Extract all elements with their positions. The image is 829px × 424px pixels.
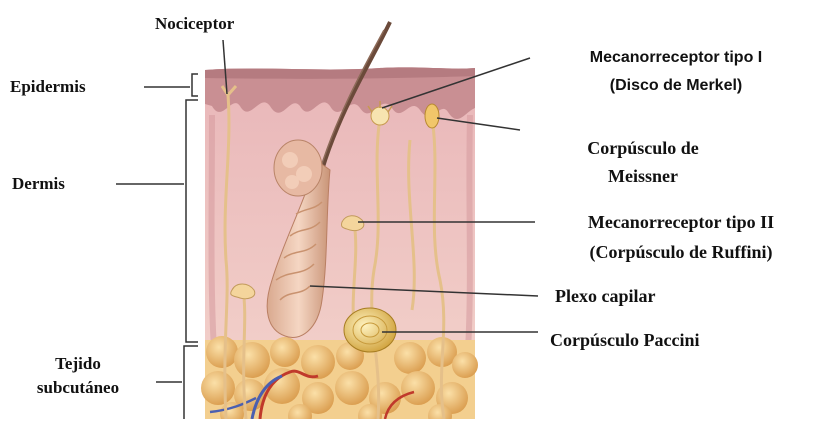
label-tejido-subcutaneo: Tejido subcutáneo [8, 352, 148, 400]
label-dermis: Dermis [12, 175, 65, 192]
label-merkel-line2: (Disco de Merkel) [540, 72, 812, 100]
label-epidermis: Epidermis [10, 78, 86, 95]
label-meissner-line1: Corpúsculo de [548, 134, 738, 162]
meissner-corpuscle [425, 104, 439, 128]
label-tejido-line1: Tejido [8, 352, 148, 376]
label-meissner-line2: Meissner [548, 162, 738, 190]
label-ruffini-line1: Mecanorreceptor tipo II [538, 207, 824, 237]
label-merkel-line1: Mecanorreceptor tipo I [540, 44, 812, 72]
label-meissner: Corpúsculo de Meissner [548, 134, 738, 190]
label-plexo-capilar: Plexo capilar [555, 287, 655, 305]
label-merkel: Mecanorreceptor tipo I (Disco de Merkel) [540, 44, 812, 100]
label-ruffini: Mecanorreceptor tipo II (Corpúsculo de R… [538, 207, 824, 267]
label-nociceptor: Nociceptor [155, 15, 234, 32]
paccini-corpuscle [344, 308, 396, 352]
label-corpusculo-paccini: Corpúsculo Paccini [550, 331, 700, 349]
layer-brackets [184, 74, 198, 419]
label-tejido-line2: subcutáneo [8, 376, 148, 400]
label-ruffini-line2: (Corpúsculo de Ruffini) [538, 237, 824, 267]
